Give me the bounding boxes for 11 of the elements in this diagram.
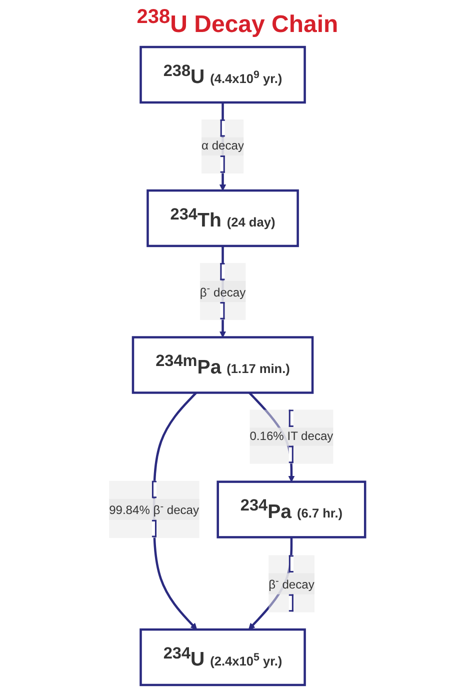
edge-label: 0.16% IT decay [250,430,334,443]
node-box: $^{238}$U (4.4x10$^{9}$ yr.) [140,46,306,104]
node-box: $^{234}$Th (24 day) [147,189,300,248]
edge-label: β$^{-}$ decay [200,282,246,300]
node-box: $^{234}$U (2.4x10$^{5}$ yr.) [140,628,306,686]
edge-label: 99.84% β$^{-}$ decay [109,500,200,518]
node-box: $^{234}$Pa (6.7 hr.) [217,480,367,538]
edge-label: β$^{-}$ decay [269,574,315,592]
edge-label: α decay [202,140,244,153]
diagram-title: $^{238}$U Decay Chain [136,6,340,39]
node-box: $^{234m}$Pa (1.17 min.) [132,336,314,394]
